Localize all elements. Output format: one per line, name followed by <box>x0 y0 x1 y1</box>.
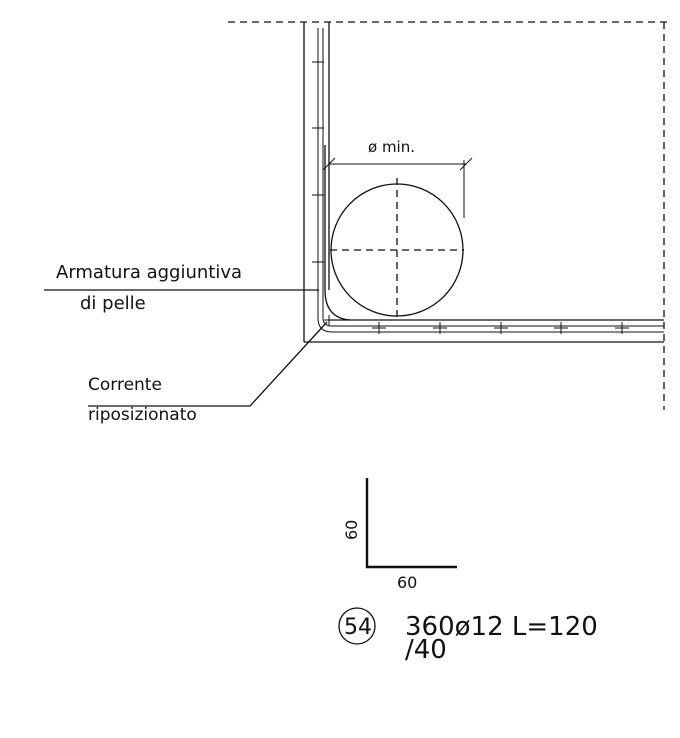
wall-bar-marker <box>312 122 324 134</box>
additional-skin-bar <box>324 145 351 321</box>
repositioned-bar-label-line2: riposizionato <box>88 405 197 425</box>
bar-leg-horizontal-label: 60 <box>397 573 417 592</box>
slab-bar-marker <box>615 322 629 334</box>
bar-mark-circle <box>338 607 376 645</box>
slab-bar-markers <box>372 322 629 334</box>
bar-quantity-spec: 360ø12 L=120 <box>405 612 598 642</box>
bar-leg-vertical-label: 60 <box>342 520 361 540</box>
repositioned-bar-label-line1: Corrente <box>88 375 162 395</box>
wall-bar-marker <box>312 56 324 68</box>
bent-bar-outer <box>317 28 664 333</box>
bent-bar-inner <box>322 28 664 327</box>
wall-bar-markers <box>312 56 324 268</box>
bar-spacing: /40 <box>405 635 447 665</box>
additional-reinforcement-label-line1: Armatura aggiuntiva <box>56 262 242 283</box>
min-diameter-label: ø min. <box>368 138 415 156</box>
slab-bar-marker <box>554 322 568 334</box>
wall-bar-marker <box>312 189 324 201</box>
wall-bar-marker <box>312 256 324 268</box>
slab-bar-marker <box>372 322 386 334</box>
bar-shape-l <box>365 478 457 569</box>
slab-bar-marker <box>433 322 447 334</box>
bar-mark-number: 54 <box>344 615 372 640</box>
slab-bar-marker <box>494 322 508 334</box>
additional-reinforcement-label-line2: di pelle <box>80 293 146 314</box>
corner-bar-marker <box>324 315 334 325</box>
diameter-tick-right <box>459 157 473 171</box>
diameter-tick-left <box>322 157 336 171</box>
repositioned-bar-leader <box>88 321 328 407</box>
